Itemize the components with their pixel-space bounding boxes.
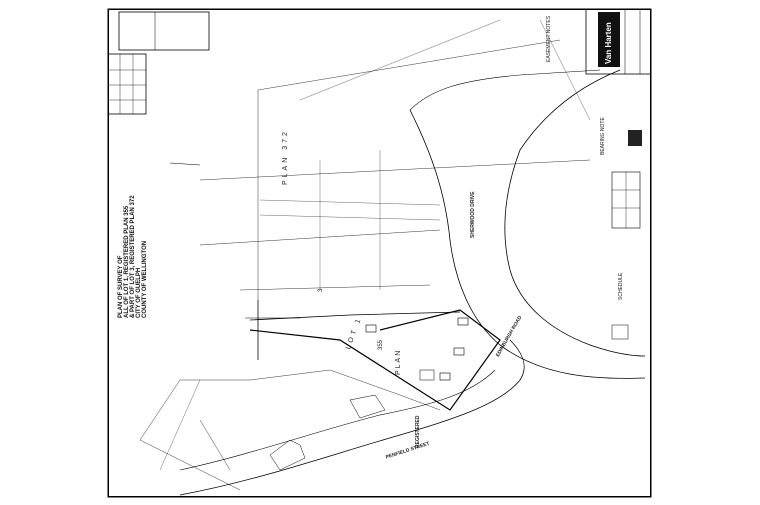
survey-plan-sheet bbox=[108, 9, 651, 497]
easement-note-label: EASEMENT NOTES bbox=[546, 15, 552, 62]
lot-3-label: 3 bbox=[318, 288, 324, 292]
firm-name: Van Harten bbox=[604, 22, 613, 64]
sherwood-drive-label: SHERWOOD DRIVE bbox=[470, 191, 476, 238]
plan-label: PLAN bbox=[395, 348, 402, 375]
plan-355-label: 355 bbox=[378, 339, 384, 350]
plan-372-label: PLAN 372 bbox=[282, 129, 289, 185]
schedule-table bbox=[107, 53, 147, 115]
registered-label: REGISTERED bbox=[415, 415, 421, 448]
legend-box bbox=[118, 11, 210, 51]
road-edge-east bbox=[504, 149, 646, 357]
road-edge-west bbox=[409, 109, 646, 379]
stamp-block bbox=[628, 130, 642, 146]
bearing-note-label: BEARING NOTE bbox=[600, 117, 606, 155]
firm-logo-block bbox=[598, 12, 620, 67]
plan-title: PLAN OF SURVEY OF ALL OF LOT 1, REGISTER… bbox=[118, 195, 148, 318]
schedule-label: SCHEDULE bbox=[618, 272, 624, 300]
lot-boundary bbox=[249, 309, 501, 411]
penfield-street-edge bbox=[179, 339, 525, 496]
title-block-box bbox=[585, 8, 652, 75]
title-line-5: COUNTY OF WELLINGTON bbox=[142, 240, 148, 318]
